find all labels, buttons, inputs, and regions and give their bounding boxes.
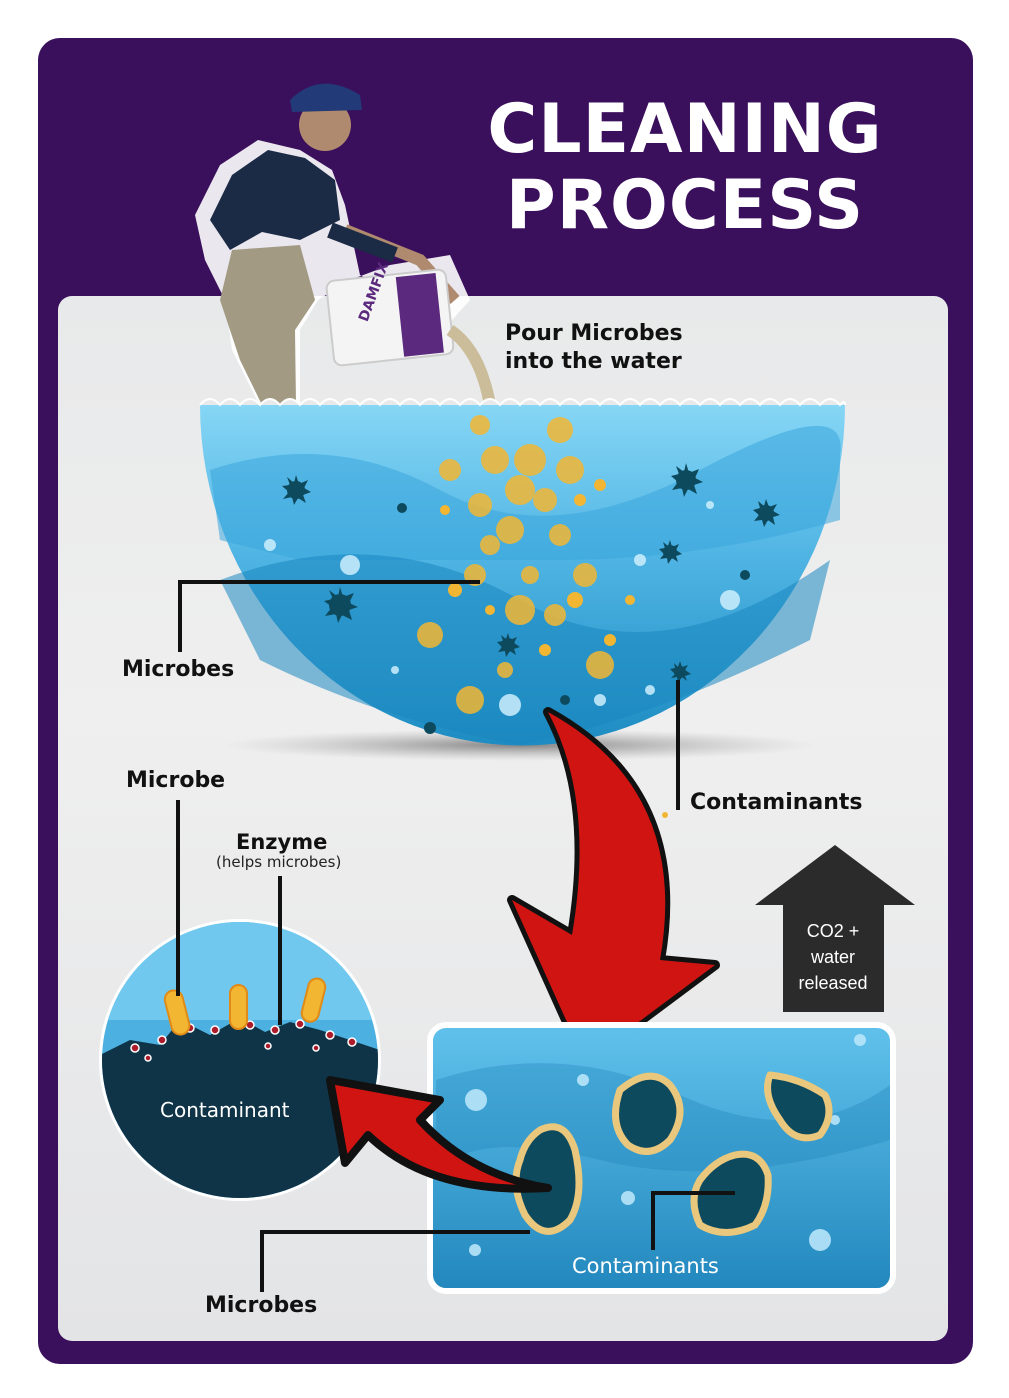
microbe-label: Microbe: [126, 768, 226, 793]
co2-label-line-3: released: [798, 973, 868, 993]
bowl-contaminants: [282, 463, 780, 734]
title-line-1: CLEANING: [487, 90, 883, 169]
worker-figure: [195, 83, 470, 410]
red-curved-arrow-down: [507, 707, 720, 1067]
contaminant-circle-label: Contaminant: [160, 1098, 290, 1122]
co2-label: CO2 + water released: [778, 918, 888, 996]
microbes-top-line: [178, 580, 480, 652]
contaminants-top-label: Contaminants: [690, 790, 863, 815]
contaminants-box-label: Contaminants: [572, 1254, 719, 1278]
bowl-microbes: [417, 415, 668, 818]
contaminant-circle: [99, 919, 381, 1201]
pour-label-line-2: into the water: [505, 349, 682, 374]
page-title: CLEANING PROCESS: [440, 92, 930, 244]
pour-label: Pour Microbes into the water: [505, 320, 683, 376]
co2-label-line-2: water: [810, 947, 855, 967]
title-line-2: PROCESS: [505, 166, 865, 245]
enzyme-label: Enzyme: [236, 830, 328, 854]
bottle-icon: DAMFIX: [325, 260, 496, 407]
red-curved-arrow-left: [326, 1076, 552, 1193]
microbes-bottom-line: [260, 1230, 530, 1292]
contaminants-box-line: [651, 1191, 735, 1250]
microbes-top-label: Microbes: [122, 657, 235, 682]
up-arrow: [755, 845, 915, 1012]
co2-label-line-1: CO2 +: [806, 921, 860, 941]
pour-label-line-1: Pour Microbes: [505, 321, 683, 346]
enzyme-note: (helps microbes): [216, 853, 342, 871]
contaminant-box: [427, 1022, 896, 1294]
bowl-bubbles: [264, 501, 740, 716]
microbes-bottom-label: Microbes: [205, 1293, 318, 1318]
